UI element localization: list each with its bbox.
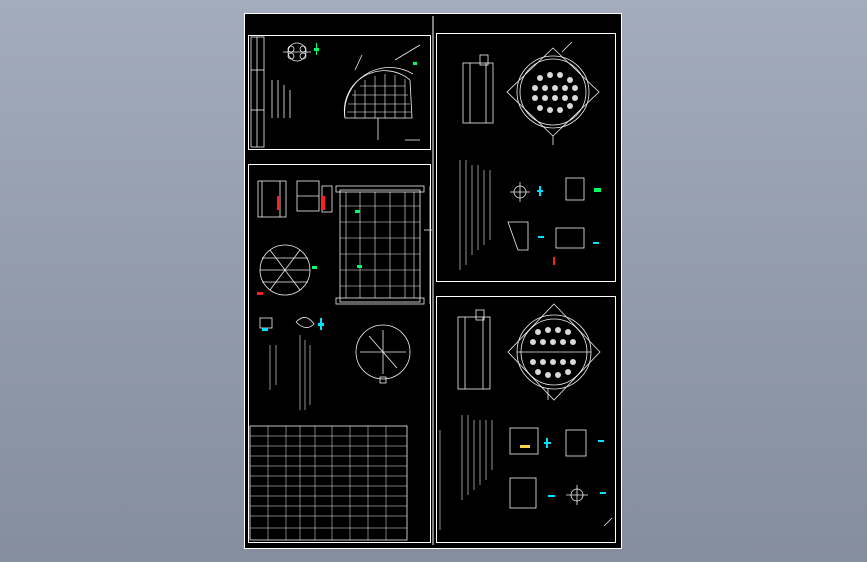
sheet-frame-bottom-right	[436, 296, 616, 543]
bottom-right-grid	[530, 327, 576, 378]
sheet-frame-top-right	[436, 33, 616, 282]
bottom-right-accents	[520, 438, 606, 497]
top-left-drawing	[250, 36, 421, 148]
top-right-grid	[532, 72, 578, 113]
sheet-frames	[244, 13, 622, 549]
top-right-accents	[537, 186, 601, 265]
top-left-accents	[314, 43, 417, 65]
sheet-frame-middle-left	[248, 164, 431, 543]
sheet-frame-top-left	[248, 35, 431, 150]
middle-left-drawing	[249, 180, 432, 541]
middle-left-accents	[257, 196, 362, 331]
bottom-right-drawing	[439, 303, 613, 530]
top-right-drawing	[459, 41, 600, 270]
